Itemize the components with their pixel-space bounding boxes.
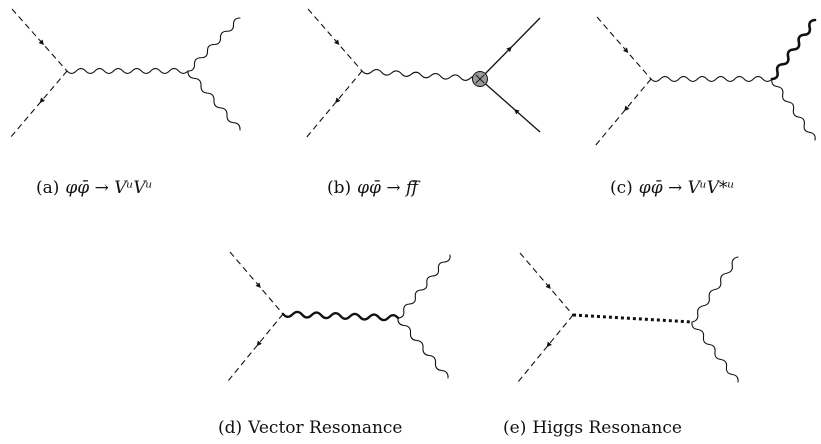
scalar-line-out-arrow: [335, 97, 341, 104]
caption-b-text: φφ̄ → ff̄: [357, 178, 419, 198]
scalar-line-in: [596, 16, 652, 80]
caption-e-tag: (e): [503, 418, 527, 438]
scalar-line-out-arrow: [39, 97, 45, 104]
final-vector-upper: [187, 17, 241, 72]
scalar-line-in: [307, 8, 363, 72]
scalar-line-in-arrow: [38, 39, 44, 45]
caption-c-tag: (c): [610, 178, 633, 198]
diagram-e: [517, 252, 739, 383]
final-vector-lower: [771, 78, 816, 141]
scalar-line-out: [594, 78, 652, 147]
final-vector-lower: [691, 321, 739, 383]
scalar-line-out: [517, 314, 574, 383]
caption-b-tag: (b): [327, 178, 352, 198]
propagator-vector: [66, 68, 189, 74]
vertex-cross-2: [475, 74, 485, 84]
propagator-vector: [361, 69, 481, 81]
resonance-vector: [281, 310, 400, 322]
scalar-line-in-arrow: [623, 47, 629, 53]
diagram-a: [9, 8, 241, 139]
caption-a-text: φφ̄ → VᵘVᵘ: [65, 178, 153, 198]
final-vector-upper: [397, 254, 451, 319]
final-antifermion-arrow: [514, 109, 520, 115]
scalar-line-in: [11, 8, 68, 72]
caption-e-text: Higgs Resonance: [532, 418, 682, 438]
scalar-line-out-arrow: [256, 340, 262, 347]
final-vector-lower: [187, 70, 241, 131]
scalar-line-out: [227, 313, 284, 382]
scalar-line-in: [519, 252, 574, 316]
diagram-b: [305, 8, 541, 139]
scalar-line-in-arrow: [334, 39, 340, 45]
final-vector-upper: [691, 256, 739, 323]
final-fermion-arrow: [506, 46, 512, 53]
scalar-line-in: [229, 251, 284, 315]
final-vector-offshell: [770, 18, 817, 81]
diagram-c: [594, 16, 817, 147]
caption-a-tag: (a): [36, 178, 60, 198]
scalar-line-out-arrow: [624, 105, 630, 112]
scalar-line-out: [9, 70, 68, 139]
scalar-line-in-arrow: [255, 282, 261, 288]
final-antifermion: [479, 78, 541, 133]
caption-e: (e)Higgs Resonance: [503, 418, 682, 438]
propagator-vector: [650, 76, 773, 82]
diagram-d: [227, 251, 451, 382]
final-vector-lower: [397, 317, 449, 379]
caption-c-text: φφ̄ → VᵘV*ᵘ: [638, 178, 735, 198]
higgs-propagator: [572, 313, 693, 324]
caption-d: (d)Vector Resonance: [218, 418, 402, 438]
caption-d-text: Vector Resonance: [248, 418, 403, 438]
caption-d-tag: (d): [218, 418, 243, 438]
caption-a: (a)φφ̄ → VᵘVᵘ: [36, 178, 152, 198]
caption-c: (c)φφ̄ → VᵘV*ᵘ: [610, 178, 734, 198]
scalar-line-in-arrow: [545, 283, 551, 289]
scalar-line-out-arrow: [546, 341, 552, 348]
scalar-line-out: [305, 70, 363, 139]
caption-b: (b)φφ̄ → ff̄: [327, 178, 418, 198]
